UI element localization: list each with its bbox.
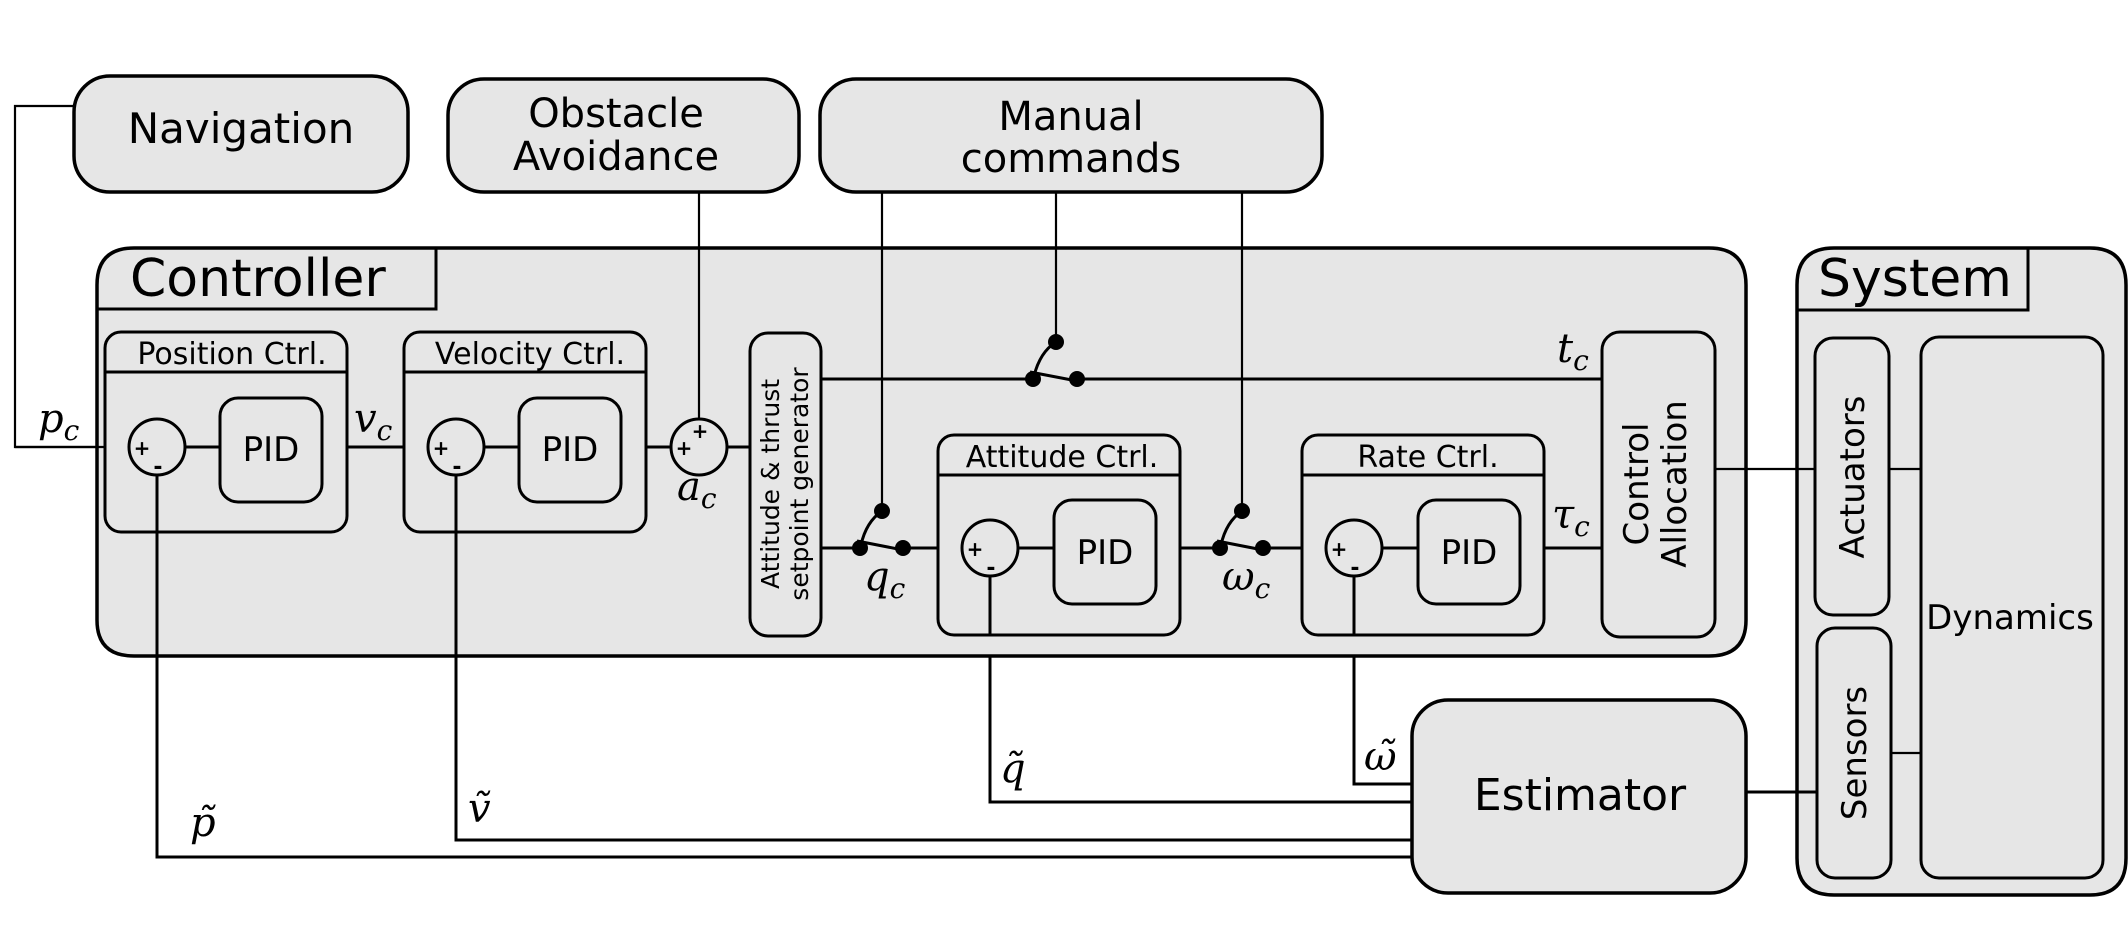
navigation-label: Navigation: [128, 104, 355, 153]
attitude-pid-block: [1052, 498, 1158, 606]
control-allocation-label-line2: Allocation: [1655, 400, 1695, 568]
rate-sum-junction: [1324, 518, 1384, 578]
velocity-pid-label: PID: [542, 430, 599, 470]
svg-text:+: +: [1331, 537, 1348, 561]
position-pid-block: [218, 396, 324, 504]
setpoint-generator-label-line2: setpoint generator: [785, 367, 814, 601]
rate-pid-label: PID: [1441, 533, 1498, 573]
acceleration-sum-junction: [669, 417, 729, 477]
setpoint-generator-block: Attitude & thrust setpoint generator: [748, 331, 823, 638]
position-ctrl-title: Position Ctrl.: [137, 337, 326, 372]
position-pid-label: PID: [243, 430, 300, 470]
system-container: System Actuators Sensors Dynamics: [1795, 246, 2128, 897]
sensors-label: Sensors: [1835, 686, 1875, 820]
svg-text:+: +: [433, 436, 450, 460]
signal-v-estimate: ṽ: [468, 786, 491, 832]
attitude-manual-switch[interactable]: [852, 503, 911, 556]
obstacle-avoidance-label-line2: Avoidance: [513, 134, 719, 180]
dynamics-block: Dynamics: [1919, 335, 2105, 880]
velocity-ctrl-block: Velocity Ctrl. + - PID: [402, 330, 648, 534]
signal-p-estimate: p̃: [190, 800, 216, 846]
attitude-ctrl-title: Attitude Ctrl.: [966, 440, 1159, 475]
velocity-pid-block: [517, 396, 623, 504]
attitude-ctrl-block: Attitude Ctrl. + - PID: [936, 433, 1182, 637]
control-allocation-label-line1: Control: [1617, 423, 1657, 546]
actuators-label: Actuators: [1833, 396, 1873, 559]
position-ctrl-block: Position Ctrl. + - PID: [103, 330, 349, 534]
manual-commands-label-line2: commands: [961, 136, 1182, 182]
svg-text:+: +: [692, 419, 709, 443]
rate-ctrl-block: Rate Ctrl. + - PID: [1300, 433, 1546, 637]
attitude-sum-junction: [960, 518, 1020, 578]
control-allocation-block: Control Allocation: [1600, 330, 1717, 639]
svg-text:-: -: [986, 556, 995, 581]
controller-title: Controller: [130, 249, 386, 309]
velocity-sum-junction: [426, 417, 486, 477]
signal-q-c: qc: [864, 554, 906, 605]
rate-pid-block: [1416, 498, 1522, 606]
rate-manual-switch[interactable]: [1212, 503, 1271, 556]
estimator-label: Estimator: [1474, 770, 1687, 821]
manual-commands-block: Manual commands: [818, 77, 1324, 194]
signal-t-c: tc: [1557, 326, 1589, 377]
signal-a-c: ac: [677, 464, 717, 515]
attitude-pid-label: PID: [1077, 533, 1134, 573]
signal-labels: pc vc ac qc ωc tc τc p̃ ṽ q̃ ω̃: [38, 326, 1590, 846]
signal-p-c: pc: [38, 396, 80, 447]
thrust-manual-switch[interactable]: [1025, 334, 1085, 387]
signal-tau-c: τc: [1552, 492, 1590, 543]
manual-commands-label-line1: Manual: [998, 94, 1143, 140]
svg-text:+: +: [134, 436, 151, 460]
svg-text:+: +: [676, 436, 693, 460]
svg-text:-: -: [452, 455, 461, 480]
setpoint-generator-label-line1: Attitude & thrust: [756, 379, 785, 589]
sensors-block: Sensors: [1815, 626, 1893, 880]
rate-ctrl-title: Rate Ctrl.: [1357, 440, 1498, 475]
svg-text:-: -: [1350, 556, 1359, 581]
velocity-ctrl-title: Velocity Ctrl.: [435, 337, 625, 372]
signal-q-estimate: q̃: [1000, 746, 1026, 792]
estimator-block: Estimator: [1410, 698, 1748, 895]
signal-omega-c: ωc: [1222, 554, 1271, 605]
acceleration-sum-block: + +: [669, 417, 729, 477]
signal-v-c: vc: [354, 396, 393, 447]
position-sum-junction: [127, 417, 187, 477]
system-title: System: [1818, 249, 2012, 309]
svg-text:+: +: [967, 537, 984, 561]
svg-text:-: -: [153, 455, 162, 480]
dynamics-label: Dynamics: [1926, 598, 2094, 638]
obstacle-avoidance-block: Obstacle Avoidance: [446, 77, 801, 194]
obstacle-avoidance-label-line1: Obstacle: [528, 91, 704, 137]
controller-container: Controller Position Ctrl.: [15, 246, 1748, 658]
signal-omega-estimate: ω̃: [1364, 734, 1397, 780]
actuators-block: Actuators: [1813, 336, 1891, 617]
navigation-block: Navigation: [72, 74, 410, 194]
